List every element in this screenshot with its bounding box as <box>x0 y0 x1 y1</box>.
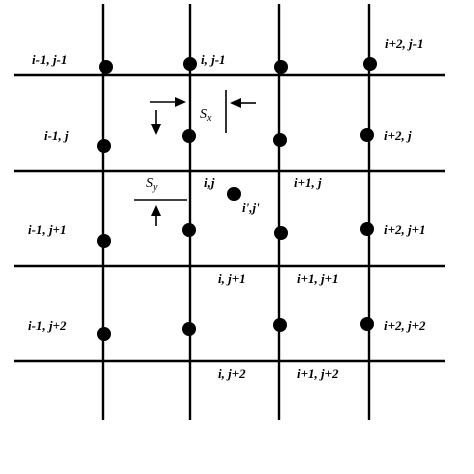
node-label: i-1, j-1 <box>32 52 67 67</box>
grid-node <box>360 222 374 236</box>
grid-node <box>97 139 111 153</box>
sx-label: Sx <box>200 107 212 124</box>
grid-node <box>182 129 196 143</box>
grid-node <box>273 318 287 332</box>
grid-node <box>182 322 196 336</box>
node-label: i+2, j+2 <box>384 318 426 333</box>
node-label: i-1, j+2 <box>28 318 67 333</box>
node-label: i+2, j+1 <box>384 222 426 237</box>
node-label: i-1, j+1 <box>28 222 66 237</box>
grid-node <box>274 60 288 74</box>
sy-label: Sy <box>146 176 158 193</box>
node-label: i+1, j+1 <box>297 271 339 286</box>
interpolated-point <box>227 187 241 201</box>
node-label: i+1, j <box>294 175 322 190</box>
grid-node <box>97 234 111 248</box>
grid-node <box>363 57 377 71</box>
grid-node <box>97 327 111 341</box>
grid-node <box>183 57 197 71</box>
node-label: i+2, j-1 <box>385 36 423 51</box>
node-label: i, j+1 <box>218 271 246 286</box>
node-label: i,j <box>204 175 215 190</box>
node-label: i+2, j <box>384 128 412 143</box>
sx-arrowhead-left <box>175 97 186 107</box>
node-label: i+1, j+2 <box>297 366 339 381</box>
grid-node <box>99 60 113 74</box>
sy-arrowhead-bottom <box>151 205 161 216</box>
interpolated-point-label: i',j' <box>242 200 260 215</box>
grid-node <box>182 223 196 237</box>
grid-node <box>360 128 374 142</box>
grid-node <box>274 226 288 240</box>
sy-arrowhead-top <box>151 124 161 135</box>
node-label: i-1, j <box>44 128 69 143</box>
node-label: i, j-1 <box>201 52 226 67</box>
sx-arrowhead-right <box>230 98 241 108</box>
grid-node <box>360 317 374 331</box>
node-label: i, j+2 <box>218 366 246 381</box>
grid-node <box>273 133 287 147</box>
